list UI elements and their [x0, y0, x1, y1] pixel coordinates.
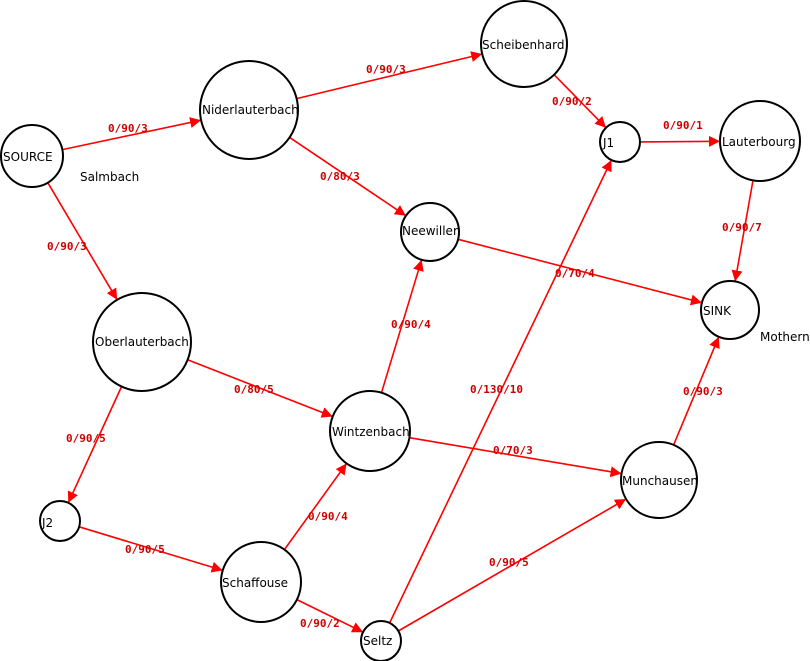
node-circle-neewiller	[400, 202, 460, 262]
node-sink: SINK	[700, 280, 760, 340]
node-label-j1: J1	[602, 136, 614, 150]
place-label-mothern: Mothern	[760, 330, 810, 344]
edge-label-niderlauterbach-to-scheibenhard: 0/90/3	[366, 63, 406, 76]
node-j1: J1	[599, 121, 641, 163]
edge-lauterbourg-to-sink	[731, 180, 754, 282]
edge-label-oberlauterbach-to-wintzenbach: 0/80/5	[234, 383, 274, 396]
node-label-schaffouse: Schaffouse	[222, 576, 288, 590]
node-neewiller: Neewiller	[400, 202, 460, 262]
edge-oberlauterbach-to-wintzenbach	[187, 359, 333, 418]
edge-label-source-to-oberlauterbach: 0/90/3	[47, 240, 87, 253]
node-circle-seltz	[360, 620, 402, 661]
edge-wintzenbach-to-munchausen	[409, 436, 622, 478]
node-circle-scheibenhard	[480, 0, 568, 88]
edge-j1-to-lauterbourg	[639, 135, 721, 147]
edge-label-niderlauterbach-to-neewiller: 0/80/3	[320, 170, 360, 183]
node-oberlauterbach: Oberlauterbach	[92, 292, 192, 392]
node-circle-niderlauterbach	[199, 60, 299, 160]
node-source: SOURCE	[0, 124, 64, 188]
edge-label-schaffouse-to-wintzenbach: 0/90/4	[308, 510, 348, 523]
node-wintzenbach: Wintzenbach	[329, 390, 411, 472]
edge-schaffouse-to-seltz	[296, 598, 364, 633]
node-circle-j1	[599, 121, 641, 163]
edge-schaffouse-to-wintzenbach	[283, 462, 348, 551]
edge-niderlauterbach-to-neewiller	[289, 136, 407, 217]
edge-munchausen-to-sink	[672, 336, 720, 446]
node-label-lauterbourg: Lauterbourg	[722, 135, 796, 149]
edge-label-oberlauterbach-to-j2: 0/90/5	[66, 432, 106, 445]
edge-label-seltz-to-j1: 0/130/10	[470, 383, 523, 396]
node-circle-schaffouse	[220, 541, 302, 623]
node-label-scheibenhard: Scheibenhard	[482, 38, 564, 52]
node-schaffouse: Schaffouse	[220, 541, 302, 623]
edge-label-munchausen-to-sink: 0/90/3	[683, 385, 723, 398]
node-label-sink: SINK	[703, 304, 732, 318]
edge-j2-to-schaffouse	[78, 526, 223, 573]
node-munchausen: Munchausen	[620, 441, 698, 519]
node-label-oberlauterbach: Oberlauterbach	[95, 335, 189, 349]
edge-neewiller-to-sink	[457, 238, 703, 306]
node-label-niderlauterbach: Niderlauterbach	[202, 103, 299, 117]
node-circle-wintzenbach	[329, 390, 411, 472]
edge-seltz-to-munchausen	[397, 498, 627, 632]
node-circle-lauterbourg	[719, 100, 801, 182]
edge-label-source-to-niderlauterbach: 0/90/3	[108, 122, 148, 135]
edge-seltz-to-j1	[388, 159, 613, 624]
edge-source-to-niderlauterbach	[62, 117, 202, 151]
place-label-salmbach: Salmbach	[80, 170, 139, 184]
node-label-neewiller: Neewiller	[402, 224, 458, 238]
edges-layer: 0/90/3 0/90/3 0/90/3 0/80/3 0/90/2 0/90/1 0/90…	[47, 51, 762, 633]
edge-label-lauterbourg-to-sink: 0/90/7	[722, 221, 762, 234]
edge-label-wintzenbach-to-munchausen: 0/70/3	[493, 444, 533, 457]
node-label-munchausen: Munchausen	[622, 474, 698, 488]
node-label-seltz: Seltz	[363, 634, 392, 648]
edge-label-j1-to-lauterbourg: 0/90/1	[663, 119, 703, 132]
node-circle-source	[0, 124, 64, 188]
edge-label-schaffouse-to-seltz: 0/90/2	[300, 617, 340, 630]
edge-label-j2-to-schaffouse: 0/90/5	[125, 543, 165, 556]
edge-label-scheibenhard-to-j1: 0/90/2	[552, 95, 592, 108]
edge-oberlauterbach-to-j2	[67, 386, 123, 504]
node-label-j2: J2	[41, 516, 53, 530]
edge-label-seltz-to-munchausen: 0/90/5	[489, 556, 529, 569]
node-j2: J2	[39, 500, 81, 542]
node-circle-sink	[700, 280, 760, 340]
node-scheibenhard: Scheibenhard	[480, 0, 568, 88]
edge-scheibenhard-to-j1	[553, 74, 607, 129]
node-seltz: Seltz	[360, 620, 402, 661]
node-lauterbourg: Lauterbourg	[719, 100, 801, 182]
node-circle-munchausen	[620, 441, 698, 519]
edge-label-wintzenbach-to-neewiller: 0/90/4	[391, 318, 431, 331]
node-circle-oberlauterbach	[92, 292, 192, 392]
node-niderlauterbach: Niderlauterbach	[199, 60, 299, 160]
node-label-wintzenbach: Wintzenbach	[332, 425, 410, 439]
edge-niderlauterbach-to-scheibenhard	[296, 51, 483, 100]
node-label-source: SOURCE	[3, 150, 53, 164]
node-circle-j2	[39, 500, 81, 542]
edge-wintzenbach-to-neewiller	[380, 259, 424, 393]
edge-source-to-oberlauterbach	[47, 182, 118, 301]
edge-label-neewiller-to-sink: 0/70/4	[555, 267, 595, 280]
